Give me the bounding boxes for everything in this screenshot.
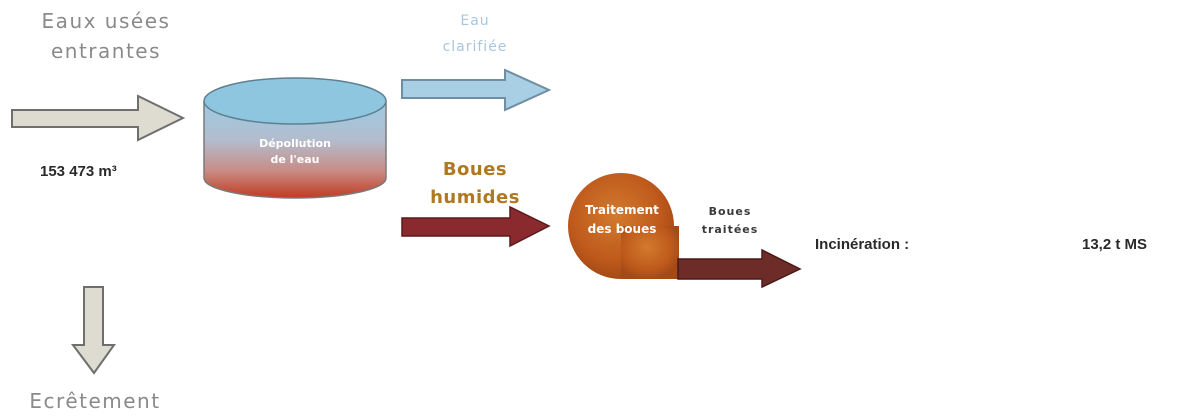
treated-sludge-title-line-1: Boues	[708, 205, 752, 218]
tank-label-line-2: de l'eau	[270, 153, 320, 166]
treated-sludge-title-line-2: traitées	[701, 223, 759, 236]
treated-arrow-icon	[677, 248, 802, 289]
cylinder-tank-icon	[203, 77, 387, 199]
wet-sludge-title-line-2: humides	[430, 187, 520, 208]
treatment-label-line-2: des boues	[587, 222, 657, 236]
clarified-title-line-1: Eau	[460, 13, 490, 29]
incoming-title-line-1: Eaux usées	[41, 9, 171, 33]
treatment-label: Traitement des boues	[566, 201, 678, 239]
circle-process-icon	[568, 173, 679, 279]
incineration-value: 13,2 t MS	[1082, 236, 1148, 253]
overflow-arrow-icon	[71, 286, 116, 375]
incoming-title-line-2: entrantes	[50, 39, 162, 63]
incoming-volume-value: 153 473 m³	[40, 163, 117, 180]
treatment-label-line-1: Traitement	[585, 203, 659, 217]
incoming-arrow-icon	[11, 94, 186, 142]
incoming-water-title: Eaux usées entrantes	[16, 6, 196, 66]
clarified-water-title: Eau clarifiée	[420, 8, 530, 60]
tank-label: Dépollution de l'eau	[235, 136, 355, 168]
wet-sludge-arrow-icon	[401, 205, 551, 248]
treated-sludge-title: Boues traitées	[690, 203, 770, 239]
overflow-title: Ecrêtement	[29, 389, 161, 413]
clarified-title-line-2: clarifiée	[442, 39, 508, 55]
wet-sludge-title: Boues humides	[420, 156, 530, 212]
wet-sludge-title-line-1: Boues	[442, 159, 508, 180]
incineration-label: Incinération :	[815, 236, 910, 253]
tank-label-line-1: Dépollution	[259, 137, 331, 150]
clarified-arrow-icon	[401, 68, 552, 112]
